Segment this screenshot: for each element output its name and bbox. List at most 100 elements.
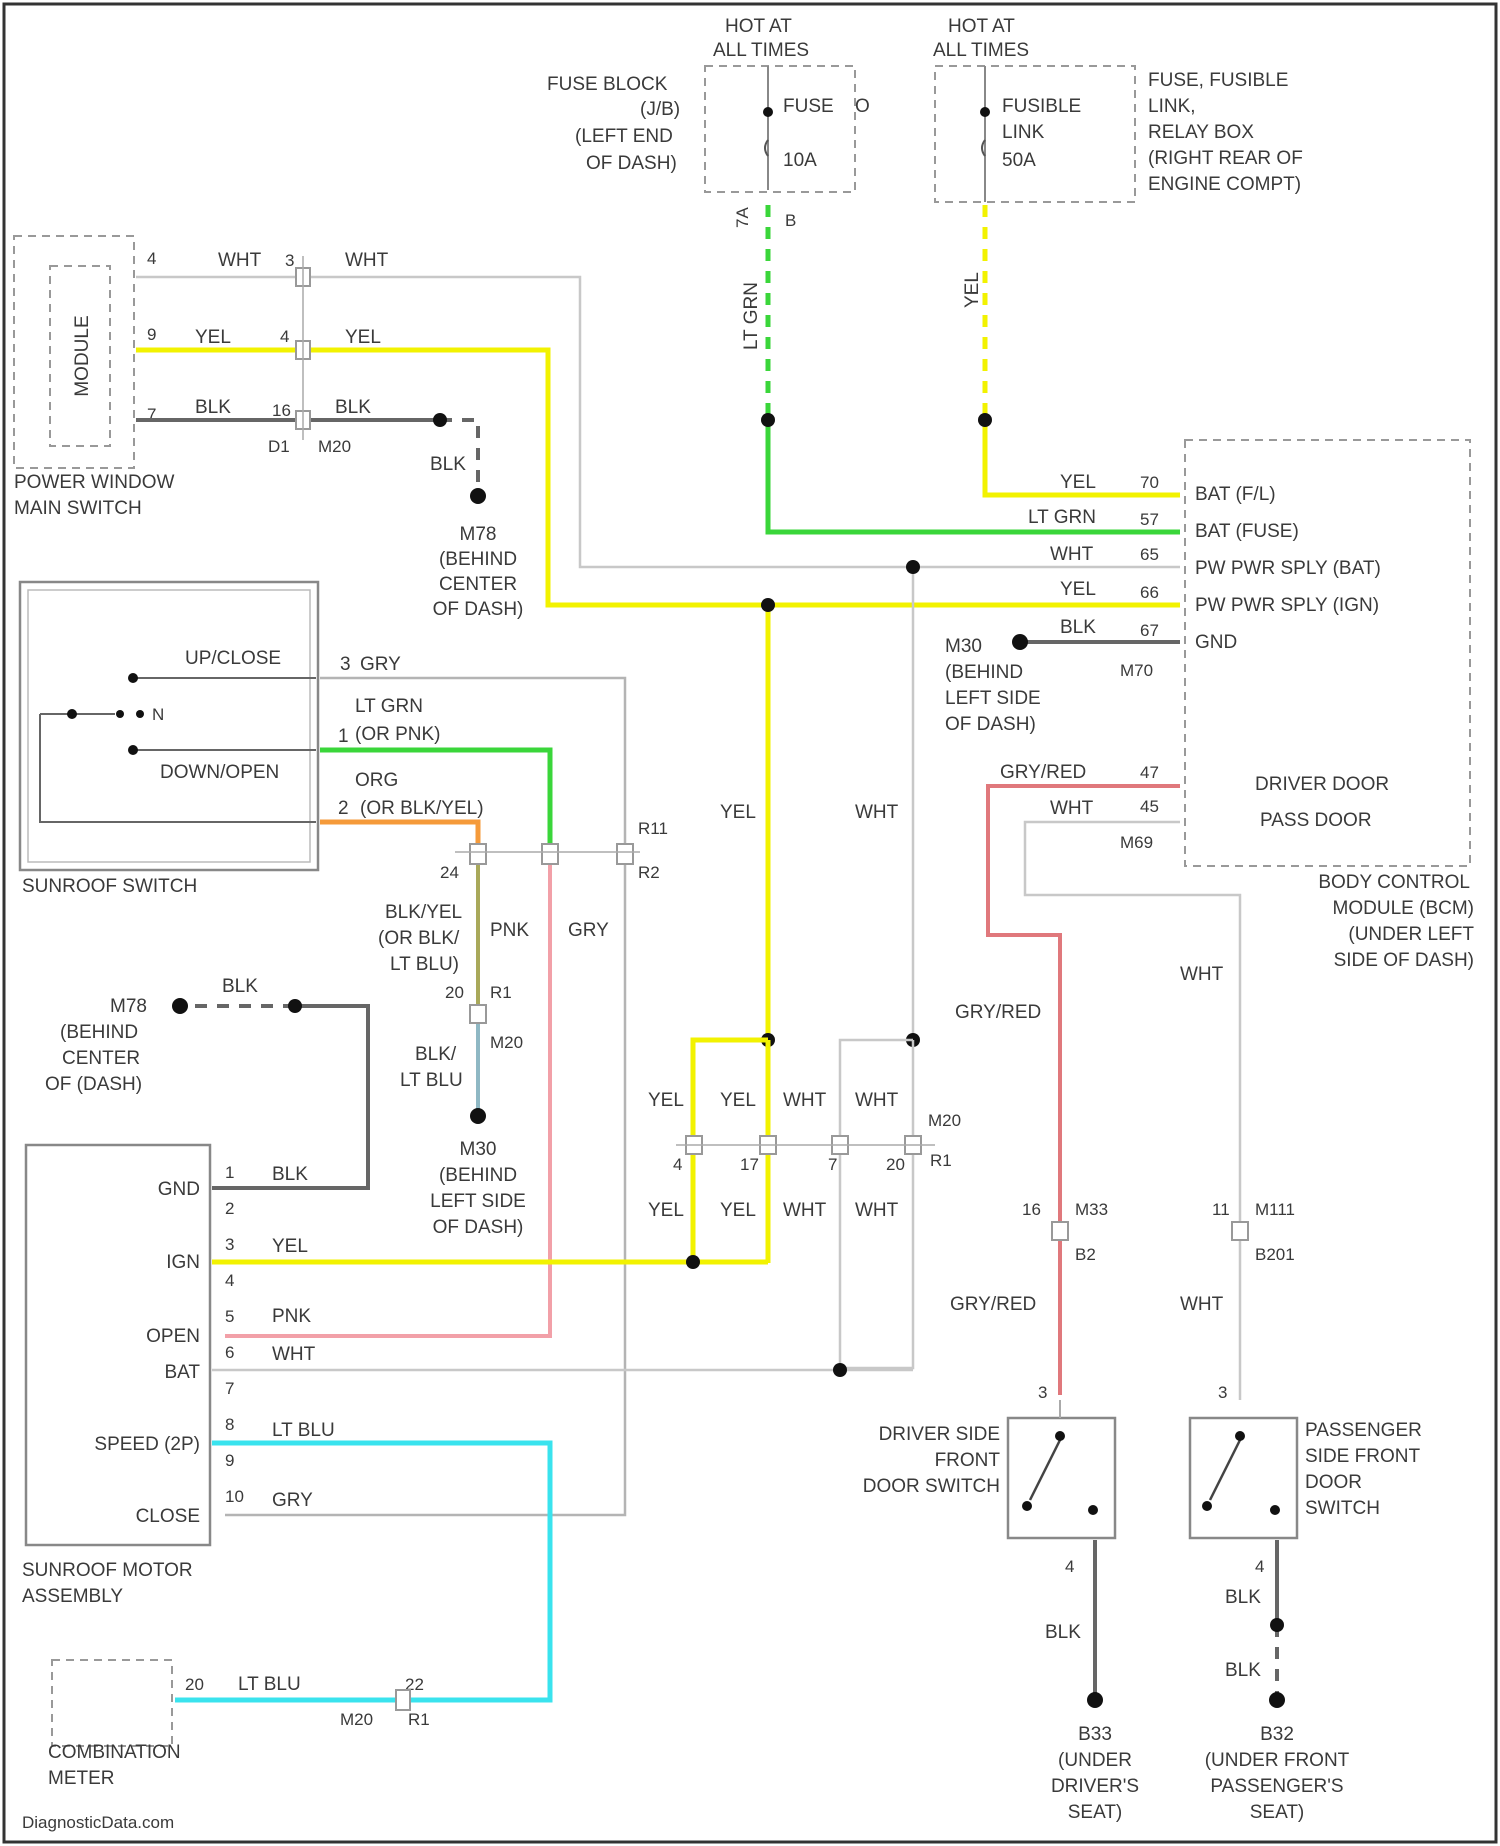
svg-text:9: 9 (147, 325, 156, 344)
svg-text:57: 57 (1140, 510, 1159, 529)
svg-text:DOOR: DOOR (1305, 1472, 1362, 1493)
svg-text:(UNDER: (UNDER (1058, 1750, 1132, 1771)
svg-text:YEL: YEL (345, 327, 381, 348)
svg-text:4: 4 (280, 327, 289, 346)
svg-text:M78: M78 (460, 524, 497, 545)
ground-m78-motor (172, 998, 188, 1014)
ground-m78-top (470, 488, 486, 504)
svg-text:47: 47 (1140, 763, 1159, 782)
svg-text:FUSIBLE: FUSIBLE (1002, 96, 1081, 117)
wire-blk-motor (212, 1006, 368, 1188)
svg-text:BLK: BLK (1060, 617, 1096, 638)
svg-text:BLK: BLK (222, 976, 258, 997)
svg-text:M69: M69 (1120, 833, 1153, 852)
svg-text:PNK: PNK (490, 920, 529, 941)
svg-text:50A: 50A (1002, 150, 1036, 171)
svg-text:70: 70 (1140, 473, 1159, 492)
fusible-link-box: HOT AT ALL TIMES FUSIBLE LINK 50A FUSE, … (933, 16, 1303, 202)
ground-m30-bcm (1012, 634, 1028, 650)
svg-text:M20: M20 (490, 1033, 523, 1052)
svg-text:(BEHIND: (BEHIND (60, 1022, 138, 1043)
svg-text:SUNROOF MOTOR: SUNROOF MOTOR (22, 1560, 193, 1581)
svg-text:OF (DASH): OF (DASH) (45, 1074, 142, 1095)
svg-text:FUSE BLOCK: FUSE BLOCK (547, 74, 668, 95)
svg-text:(RIGHT REAR OF: (RIGHT REAR OF (1148, 148, 1303, 169)
svg-text:(OR PNK): (OR PNK) (355, 724, 441, 745)
svg-text:PW PWR SPLY (IGN): PW PWR SPLY (IGN) (1195, 595, 1379, 616)
svg-text:BAT (FUSE): BAT (FUSE) (1195, 521, 1299, 542)
svg-text:GRY/RED: GRY/RED (955, 1002, 1041, 1023)
svg-text:5: 5 (225, 1307, 234, 1326)
svg-text:CLOSE: CLOSE (136, 1506, 200, 1527)
svg-text:MAIN SWITCH: MAIN SWITCH (14, 498, 142, 519)
svg-text:PASSENGER'S: PASSENGER'S (1210, 1776, 1343, 1797)
pw-connectors: WHT YEL BLK 3 4 16 D1 M20 WHT YEL BLK (195, 250, 389, 456)
svg-text:B201: B201 (1255, 1245, 1295, 1264)
svg-text:YEL: YEL (720, 802, 756, 823)
svg-text:(OR BLK/YEL): (OR BLK/YEL) (360, 798, 484, 819)
svg-text:SEAT): SEAT) (1068, 1802, 1123, 1823)
svg-text:(BEHIND: (BEHIND (439, 549, 517, 570)
svg-text:16: 16 (272, 401, 291, 420)
svg-text:2: 2 (225, 1199, 234, 1218)
svg-text:3: 3 (340, 654, 351, 675)
svg-text:IGN: IGN (166, 1252, 200, 1273)
ground-m30-bcm-label: M30 (BEHIND LEFT SIDE OF DASH) (945, 636, 1041, 735)
svg-text:UP/CLOSE: UP/CLOSE (185, 648, 281, 669)
svg-text:BLK/YEL: BLK/YEL (385, 902, 462, 923)
wire-yel-branch (693, 1040, 768, 1260)
svg-text:7A: 7A (733, 207, 752, 228)
svg-text:ASSEMBLY: ASSEMBLY (22, 1586, 123, 1607)
svg-text:LT BLU: LT BLU (400, 1070, 463, 1091)
svg-text:M30: M30 (945, 636, 982, 657)
svg-text:GRY/RED: GRY/RED (1000, 762, 1086, 783)
svg-text:BAT: BAT (164, 1362, 200, 1383)
svg-text:WHT: WHT (855, 1090, 899, 1111)
svg-text:M30: M30 (460, 1139, 497, 1160)
svg-text:SWITCH: SWITCH (1305, 1498, 1380, 1519)
svg-text:DRIVER SIDE: DRIVER SIDE (879, 1424, 1000, 1445)
svg-text:DRIVER DOOR: DRIVER DOOR (1255, 774, 1389, 795)
svg-text:20: 20 (445, 983, 464, 1002)
svg-text:4: 4 (673, 1155, 682, 1174)
svg-text:YEL: YEL (720, 1090, 756, 1111)
footer-credit: DiagnosticData.com (22, 1813, 174, 1832)
svg-text:OPEN: OPEN (146, 1326, 200, 1347)
sunroof-switch-wires: 3 GRY 1 LT GRN (OR PNK) 2 ORG (OR BLK/YE… (225, 654, 668, 1515)
svg-text:BLK: BLK (1225, 1587, 1261, 1608)
svg-text:BLK: BLK (272, 1164, 308, 1185)
svg-text:WHT: WHT (1050, 798, 1094, 819)
svg-text:M33: M33 (1075, 1200, 1108, 1219)
wire-ltgrn-label: LT GRN (741, 282, 762, 350)
svg-text:YEL: YEL (648, 1090, 684, 1111)
svg-text:7: 7 (828, 1155, 837, 1174)
svg-text:(UNDER FRONT: (UNDER FRONT (1205, 1750, 1350, 1771)
svg-text:HOT AT: HOT AT (948, 16, 1015, 37)
svg-text:WHT: WHT (218, 250, 262, 271)
svg-text:R1: R1 (490, 983, 512, 1002)
svg-text:SUNROOF SWITCH: SUNROOF SWITCH (22, 876, 197, 897)
svg-text:PASS DOOR: PASS DOOR (1260, 810, 1372, 831)
svg-text:POWER WINDOW: POWER WINDOW (14, 472, 174, 493)
svg-text:BLK: BLK (430, 454, 466, 475)
svg-text:D1: D1 (268, 437, 290, 456)
svg-text:M70: M70 (1120, 661, 1153, 680)
wire-ltblu-motor (212, 1443, 550, 1700)
switch-arm-icon (1210, 1440, 1240, 1500)
svg-text:YEL: YEL (1060, 472, 1096, 493)
svg-text:4: 4 (1255, 1557, 1264, 1576)
wire-ltgrn-bcm (768, 420, 1180, 532)
svg-text:3: 3 (285, 251, 294, 270)
svg-text:M20: M20 (318, 437, 351, 456)
svg-text:R1: R1 (408, 1710, 430, 1729)
svg-text:11: 11 (1212, 1200, 1230, 1219)
svg-text:ALL TIMES: ALL TIMES (713, 40, 809, 61)
svg-text:2: 2 (338, 798, 349, 819)
ground-m30-switch (470, 1108, 486, 1124)
svg-text:4: 4 (147, 249, 156, 268)
ground-b33 (1087, 1692, 1103, 1708)
svg-text:1: 1 (225, 1163, 234, 1182)
svg-text:1: 1 (338, 726, 349, 747)
svg-text:WHT: WHT (1180, 964, 1224, 985)
svg-text:METER: METER (48, 1768, 115, 1789)
